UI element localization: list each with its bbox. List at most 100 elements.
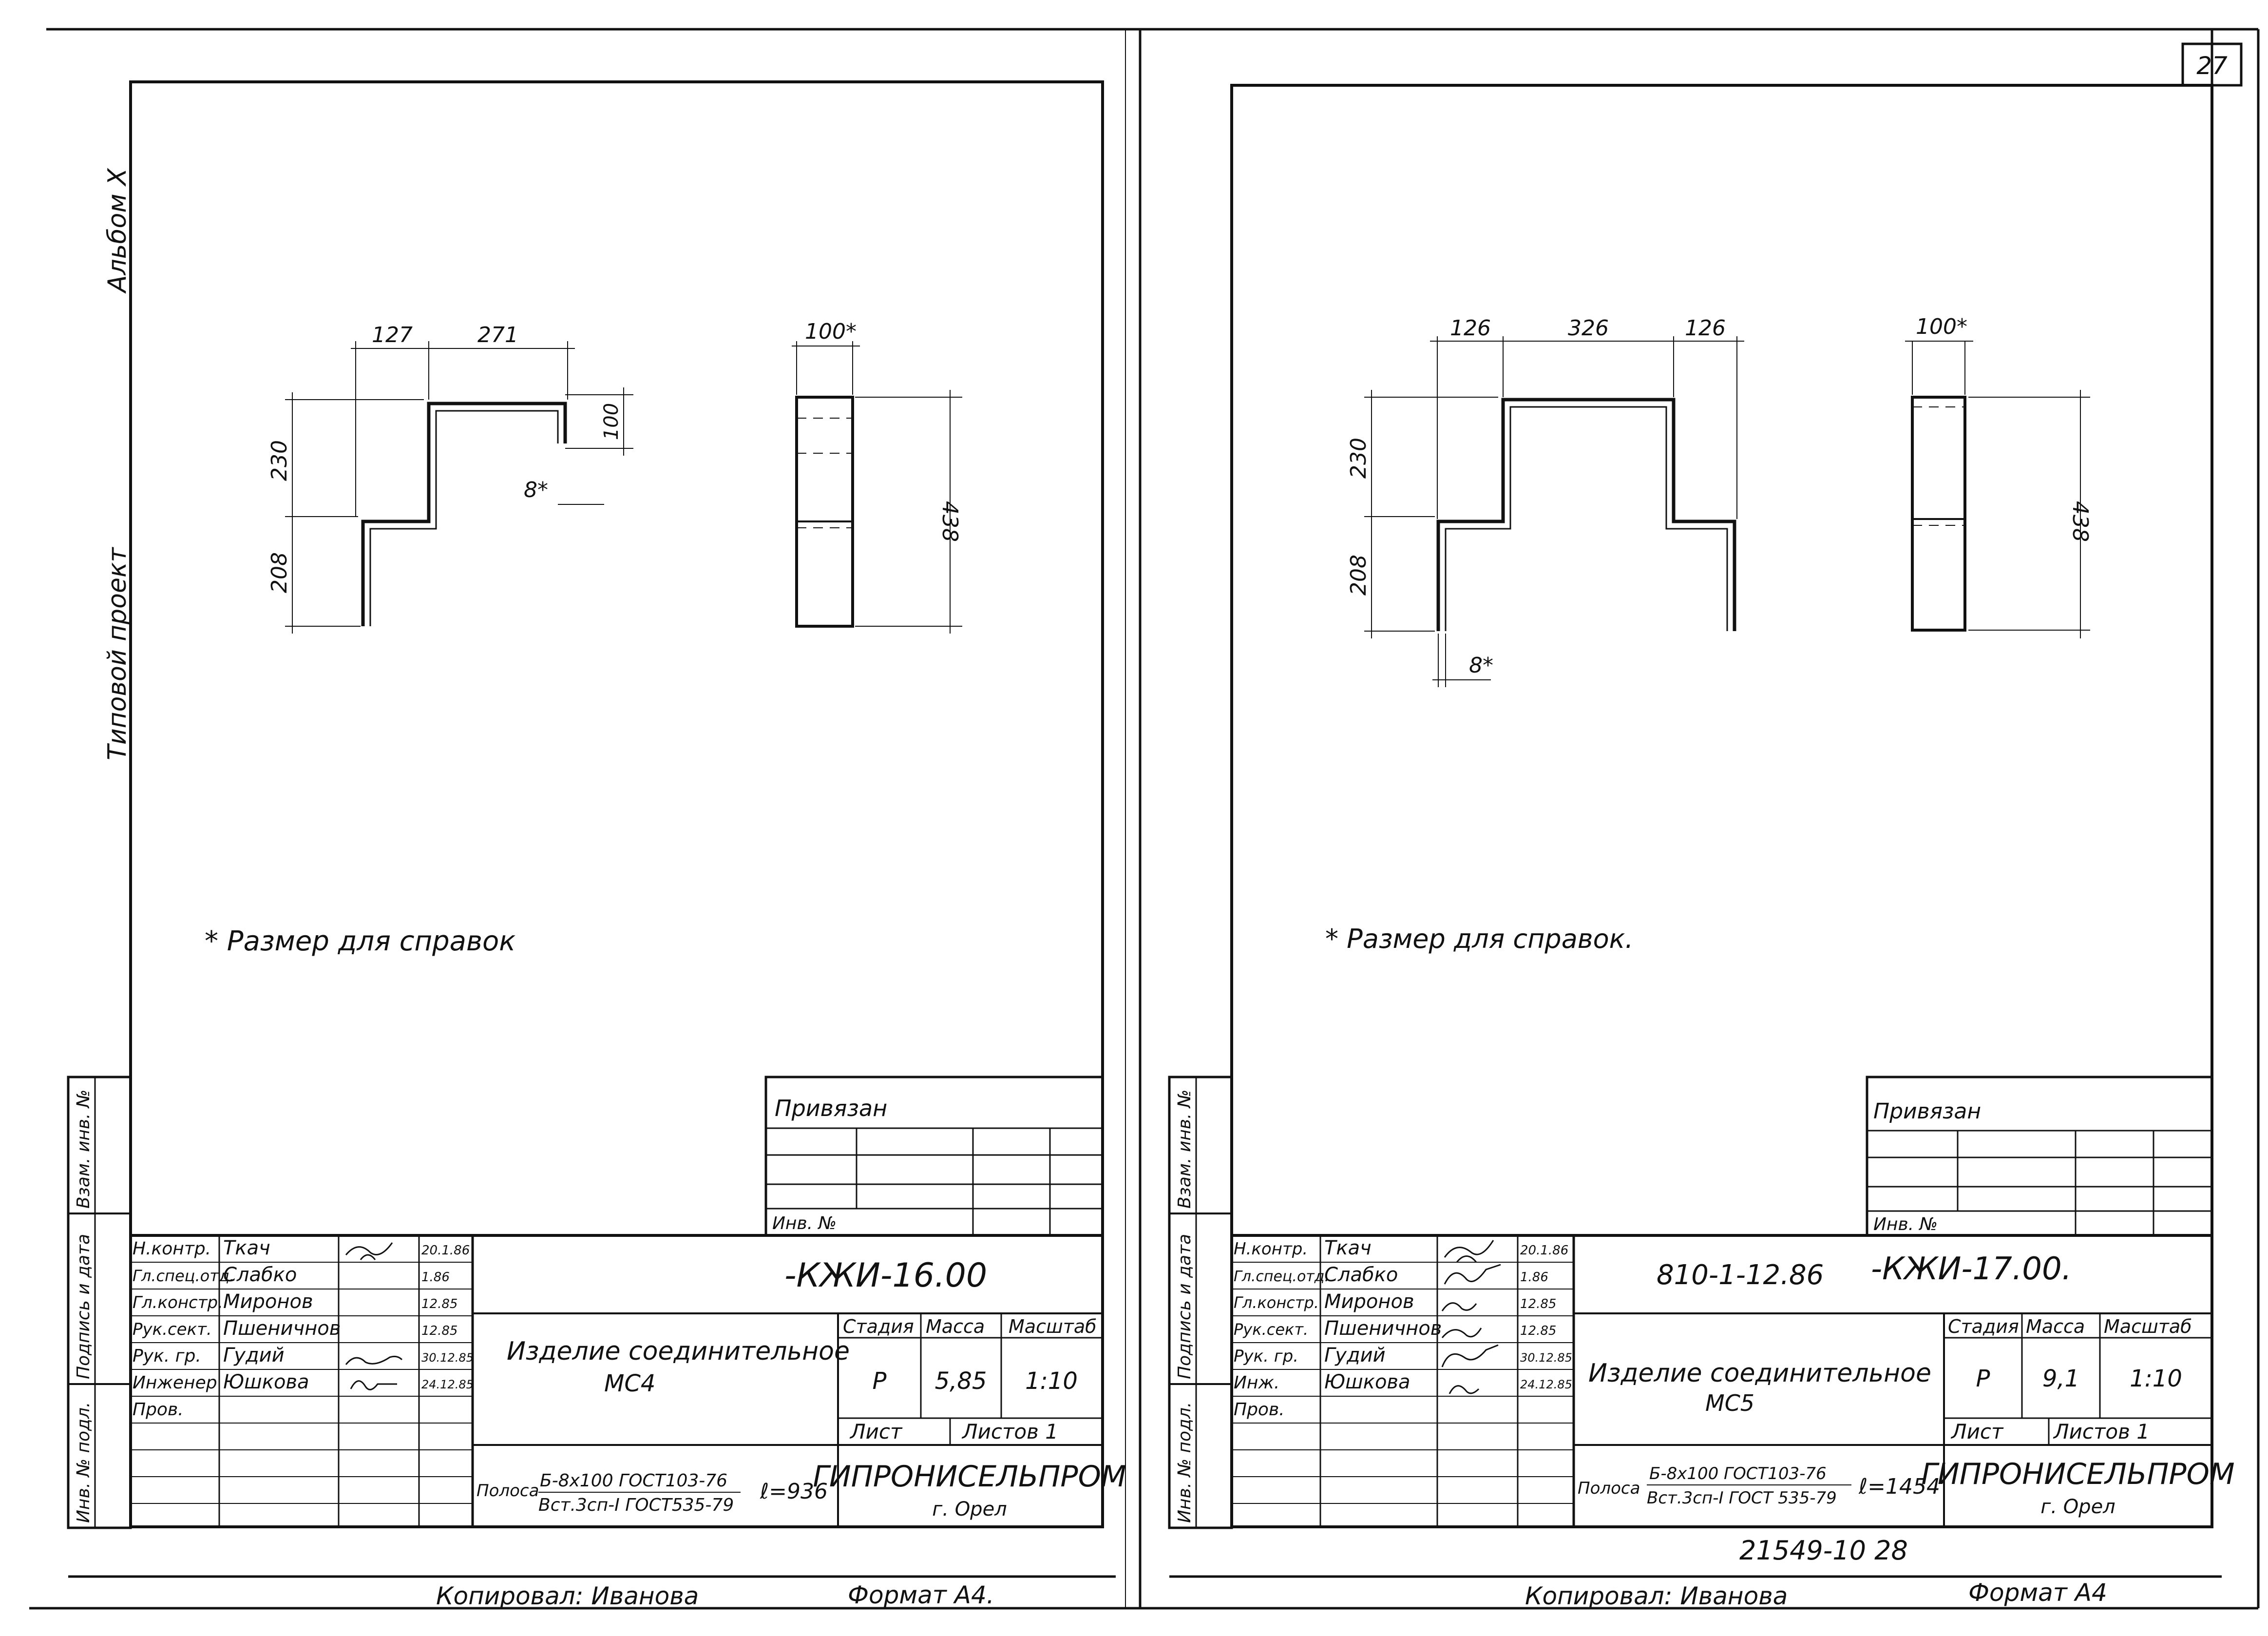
staff-role: Н.контр. xyxy=(1234,1239,1308,1259)
staff-role: Инженер xyxy=(133,1373,217,1393)
part-drawing-mc5: 126 326 126 230 208 8* xyxy=(1346,316,1744,687)
signature-marks xyxy=(1441,1240,1501,1394)
staff-role: Рук.сект. xyxy=(133,1320,212,1339)
staff-row: Инж. Юшкова 24.12.85 xyxy=(1234,1371,1572,1393)
staff-role: Рук.сект. xyxy=(1234,1320,1308,1339)
staff-row: Рук.сект. Пшеничнов 12.85 xyxy=(133,1317,457,1340)
dim-230: 230 xyxy=(1346,438,1371,479)
staff-name: Слабко xyxy=(223,1264,297,1286)
dim-8-star: 8* xyxy=(1469,653,1493,678)
material-top: Б-8х100 ГОСТ103-76 xyxy=(1649,1464,1827,1483)
margin-label-replaced: Взам. инв. № xyxy=(74,1090,94,1209)
staff-role: Гл.спец.отд. xyxy=(1234,1268,1329,1285)
stage-value: Р xyxy=(1976,1365,1990,1392)
staff-role: Пров. xyxy=(133,1400,184,1420)
dim-126-right: 126 xyxy=(1685,316,1726,341)
staff-row: Пров. xyxy=(133,1400,184,1420)
staff-date: 1.86 xyxy=(1520,1270,1548,1285)
staff-name: Юшкова xyxy=(223,1371,309,1393)
staff-row: Рук. гр. Гудий 30.12.85 xyxy=(133,1344,474,1367)
staff-row: Н.контр. Ткач 20.1.86 xyxy=(1234,1237,1568,1259)
paper-format: Формат А4 xyxy=(1968,1578,2107,1607)
staff-grid xyxy=(1232,1235,1574,1527)
staff-name: Миронов xyxy=(223,1290,313,1313)
material-bottom: Вст.3сп-I ГОСТ 535-79 xyxy=(1647,1488,1837,1508)
signature-marks xyxy=(345,1242,403,1390)
project-code: 810-1-12.86 xyxy=(1657,1259,1824,1291)
material-top: Б-8х100 ГОСТ103-76 xyxy=(540,1471,727,1491)
staff-name: Слабко xyxy=(1324,1264,1398,1286)
staff-date: 1.86 xyxy=(421,1270,450,1285)
staff-date: 24.12.85 xyxy=(1520,1378,1572,1391)
staff-date: 12.85 xyxy=(421,1324,457,1338)
copied-by: Копировал: Иванова xyxy=(436,1582,699,1610)
side-view-mc4: 100* 438 xyxy=(792,319,962,634)
staff-role: Гл.констр. xyxy=(133,1293,223,1312)
reference-note: * Размер для справок xyxy=(205,925,515,957)
mass-label: Масса xyxy=(2026,1316,2085,1337)
margin-label-replaced: Взам. инв. № xyxy=(1175,1090,1195,1209)
staff-name: Миронов xyxy=(1324,1290,1414,1313)
archive-number: 21549-10 28 xyxy=(1739,1535,1908,1566)
dim-100-star: 100* xyxy=(805,319,857,344)
scale-value: 1:10 xyxy=(2130,1365,2182,1392)
sheets-label: Листов 1 xyxy=(2053,1420,2150,1444)
staff-date: 30.12.85 xyxy=(421,1351,474,1365)
staff-name: Гудий xyxy=(1324,1344,1386,1367)
staff-row: Инженер Юшкова 24.12.85 xyxy=(133,1371,474,1393)
part-drawing-mc4: 127 271 230 208 100 8* xyxy=(267,323,633,634)
dim-438: 438 xyxy=(937,501,962,542)
copied-by: Копировал: Иванова xyxy=(1525,1582,1788,1610)
stage-value: Р xyxy=(873,1367,887,1395)
material-prefix: Полоса xyxy=(1578,1479,1640,1498)
staff-date: 20.1.86 xyxy=(1520,1243,1568,1258)
sheet-label: Лист xyxy=(1950,1420,2004,1444)
margin-stamp: Взам. инв. № Подпись и дата Инв. № подл. xyxy=(1168,1076,1233,1529)
dim-208: 208 xyxy=(267,552,292,593)
staff-row: Гл.спец.отд. Слабко 1.86 xyxy=(1234,1264,1548,1286)
side-view-mc5: 100* 438 xyxy=(1905,314,2093,638)
margin-label-signature: Подпись и дата xyxy=(1175,1234,1195,1379)
right-sheet: Взам. инв. № Подпись и дата Инв. № подл.… xyxy=(1168,29,2235,1610)
dim-100: 100 xyxy=(600,403,623,440)
inv-no-label: Инв. № xyxy=(1873,1214,1938,1234)
length-value: ℓ=936 xyxy=(760,1479,828,1504)
dim-8-star: 8* xyxy=(524,478,548,502)
organization-name: ГИПРОНИСЕЛЬПРОМ xyxy=(813,1460,1126,1494)
album-label: Альбом X xyxy=(103,168,132,294)
project-label: Типовой проект xyxy=(103,547,132,760)
organization-city: г. Орел xyxy=(2040,1496,2116,1518)
paper-format: Формат А4. xyxy=(848,1581,994,1609)
staff-row: Рук.сект. Пшеничнов 12.85 xyxy=(1234,1317,1556,1340)
staff-row: Рук. гр. Гудий 30.12.85 xyxy=(1234,1344,1572,1367)
dim-126-left: 126 xyxy=(1450,316,1491,341)
staff-role: Инж. xyxy=(1234,1373,1279,1393)
item-name: Изделие соединительное xyxy=(507,1337,850,1366)
staff-name: Ткач xyxy=(223,1237,270,1259)
staff-row: Н.контр. Ткач 20.1.86 xyxy=(133,1237,470,1259)
staff-grid xyxy=(131,1235,473,1527)
inv-no-label: Инв. № xyxy=(772,1213,837,1233)
material-bottom: Вст.3сп-I ГОСТ535-79 xyxy=(538,1495,734,1515)
margin-label-signature: Подпись и дата xyxy=(74,1234,94,1379)
staff-role: Гл.спец.отд. xyxy=(133,1267,234,1285)
staff-date: 24.12.85 xyxy=(421,1378,474,1391)
staff-name: Пшеничнов xyxy=(223,1317,341,1340)
staff-row: Пров. xyxy=(1234,1400,1285,1420)
sheet-label: Лист xyxy=(849,1420,903,1444)
item-name: Изделие соединительное xyxy=(1588,1359,1931,1388)
staff-name: Ткач xyxy=(1324,1237,1372,1259)
staff-name: Пшеничнов xyxy=(1324,1317,1442,1340)
dim-326: 326 xyxy=(1568,316,1609,341)
privyazan-label: Привязан xyxy=(1873,1099,1981,1124)
reference-note: * Размер для справок. xyxy=(1325,924,1633,954)
left-sheet: Альбом X Типовой проект Взам. инв. № Под… xyxy=(67,80,1126,1610)
title-block-left: Привязан Инв. № xyxy=(129,1076,1126,1528)
drawing-code: -КЖИ-16.00 xyxy=(784,1256,987,1295)
stage-label: Стадия xyxy=(1948,1316,2019,1337)
drawing-code: -КЖИ-17.00. xyxy=(1871,1251,2072,1287)
staff-name: Гудий xyxy=(223,1344,285,1367)
item-mark: МС4 xyxy=(604,1370,655,1397)
dim-271: 271 xyxy=(477,323,518,347)
page-outer-frame xyxy=(29,28,2260,1610)
